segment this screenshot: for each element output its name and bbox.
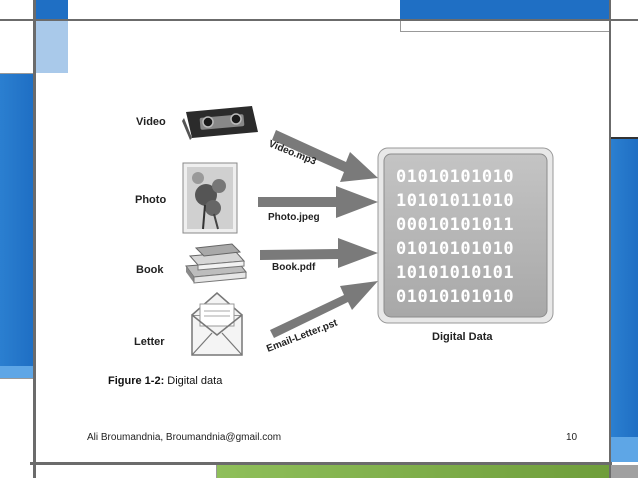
page-number: 10 xyxy=(566,432,578,443)
frame-bottom-white xyxy=(36,465,217,478)
footer-author: Ali Broumandnia, Broumandnia@gmail.com xyxy=(87,432,282,443)
frame-bottom-light-blue xyxy=(611,437,638,462)
binary-row: 01010101010 xyxy=(396,167,514,187)
frame-top-blue-bar xyxy=(36,0,68,19)
arrow-book xyxy=(260,238,378,268)
arrow-letter xyxy=(270,281,378,338)
photo-icon xyxy=(182,162,238,234)
envelope-icon xyxy=(191,292,243,356)
frame-top-right-blue-bar xyxy=(400,0,609,19)
frame-right-white-upper xyxy=(611,21,638,139)
frame-bottom-green-bar xyxy=(217,465,609,478)
frame-top-line xyxy=(0,19,638,21)
binary-row: 10101011010 xyxy=(396,191,514,211)
label-video: Video xyxy=(136,116,166,128)
books-icon xyxy=(185,243,247,284)
binary-row: 01010101010 xyxy=(396,287,514,307)
arrow-video xyxy=(272,130,378,182)
frame-left-blue-bar xyxy=(0,74,33,366)
label-letter: Letter xyxy=(134,336,165,348)
frame-left-white-block xyxy=(0,21,33,74)
binary-row: 10101010101 xyxy=(396,263,514,283)
figure-caption: Figure 1-2: Digital data xyxy=(108,375,223,387)
videotape-icon xyxy=(182,106,258,140)
caption-text: Digital data xyxy=(164,375,223,387)
frame-bottom-right-gray xyxy=(611,465,638,478)
file-label-photo: Photo.jpeg xyxy=(268,212,320,223)
label-book: Book xyxy=(136,264,164,276)
frame-corner-light-blue xyxy=(36,21,68,73)
file-label-book: Book.pdf xyxy=(272,262,316,273)
label-photo: Photo xyxy=(135,194,166,206)
caption-number: Figure 1-2: xyxy=(108,375,164,387)
frame-left-line xyxy=(33,0,36,478)
frame-bottom-left-white xyxy=(0,465,33,478)
frame-left-light-blue-bar xyxy=(0,366,33,378)
digital-data-box: 01010101010 10101011010 00010101011 0101… xyxy=(377,147,554,324)
binary-row: 01010101010 xyxy=(396,239,514,259)
frame-right-blue-bar xyxy=(611,139,638,437)
binary-row: 00010101011 xyxy=(396,215,514,235)
frame-left-white-lower xyxy=(0,378,33,463)
arrow-photo xyxy=(258,186,378,218)
frame-bottom-line xyxy=(30,462,612,465)
frame-right-line xyxy=(609,0,611,478)
target-label: Digital Data xyxy=(432,331,493,343)
